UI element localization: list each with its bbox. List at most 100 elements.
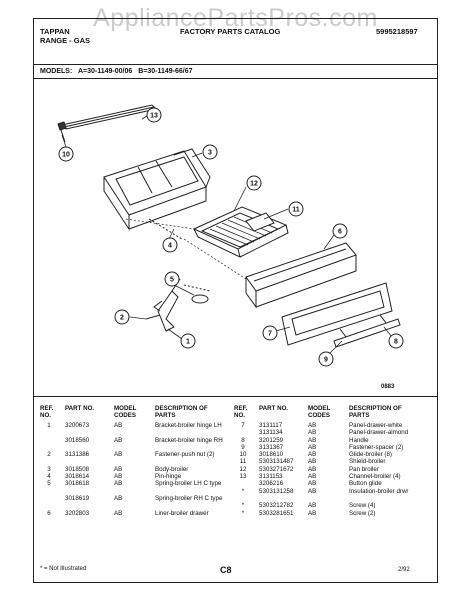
description-cell: Bracket-broiler hinge RH bbox=[155, 436, 223, 444]
description-cell: Screw (2) bbox=[349, 509, 376, 517]
model-code-cell: AB bbox=[308, 422, 317, 429]
callout-11: 11 bbox=[292, 207, 300, 214]
part-number-cell: 3018508 bbox=[65, 465, 90, 473]
models-label: MODELS: bbox=[40, 68, 73, 75]
ref-cell: 12 bbox=[239, 465, 247, 473]
part-number-cell: 5303281651 bbox=[259, 509, 294, 517]
table-header-right: REF. NO. PART NO. MODEL CODES DESCRIPTIO… bbox=[234, 405, 434, 422]
part-number-cell: 3018614 bbox=[65, 473, 90, 481]
part-number-cell: 3131386 bbox=[65, 451, 90, 459]
part-number-cell: 5303131487 bbox=[259, 458, 294, 466]
model-b: B=30-1149-66/67 bbox=[138, 68, 193, 75]
part-number-cell: 3206216 bbox=[259, 480, 284, 488]
model-code-cell: AB bbox=[114, 509, 123, 517]
part-number-cell: 3131134 bbox=[259, 429, 283, 437]
exploded-parts-diagram: 13 10 3 12 11 4 6 5 2 1 7 9 8 bbox=[34, 79, 437, 394]
ref-cell: 7 bbox=[241, 422, 245, 429]
part-number-cell: 3131117 bbox=[259, 422, 283, 429]
model-code-cell: AB bbox=[308, 429, 317, 437]
callout-12: 12 bbox=[250, 181, 258, 188]
diagram-code: 0883 bbox=[381, 384, 395, 390]
part-number-cell: 3131153 bbox=[259, 473, 283, 481]
revision-date: 2/92 bbox=[398, 567, 410, 573]
description-cell: Spring-broiler LH C type bbox=[155, 480, 222, 488]
callout-13: 13 bbox=[150, 113, 158, 120]
ref-cell: 8 bbox=[241, 436, 245, 444]
model-code-cell: AB bbox=[308, 451, 317, 459]
catalog-part-number: 5995218597 bbox=[376, 27, 418, 36]
description-cell: Channel-broiler (4) bbox=[349, 473, 401, 481]
table-row: * 5303212782 AB Screw (4) bbox=[234, 502, 434, 509]
description-cell: Glide-broiler (8) bbox=[349, 451, 392, 459]
model-code-cell: AB bbox=[114, 451, 123, 459]
callout-10: 10 bbox=[62, 152, 70, 159]
model-code-cell: AB bbox=[308, 480, 317, 488]
model-code-cell: AB bbox=[308, 465, 317, 473]
ref-cell: * bbox=[241, 487, 245, 495]
header-codes: MODEL CODES bbox=[114, 405, 137, 420]
description-cell: Panel-drawer-almond bbox=[349, 429, 409, 437]
page-frame bbox=[33, 18, 438, 583]
header-codes: MODEL CODES bbox=[308, 405, 331, 420]
callout-1: 1 bbox=[186, 339, 190, 346]
model-a: A=30-1149-00/06 bbox=[77, 68, 133, 75]
part-number-cell: 3018619 bbox=[65, 494, 90, 502]
ref-cell: 1 bbox=[47, 422, 51, 429]
part-number-cell: 3018618 bbox=[65, 480, 90, 488]
model-code-cell: AB bbox=[308, 502, 317, 510]
description-cell: Pan broiler bbox=[349, 465, 379, 473]
model-code-cell: AB bbox=[308, 473, 317, 481]
part-number-cell: 5303212782 bbox=[259, 502, 294, 510]
description-cell: Screw (4) bbox=[349, 502, 376, 510]
header-divider bbox=[34, 64, 437, 65]
ref-cell: 3 bbox=[47, 465, 51, 473]
callout-labels: 13 10 3 12 11 4 6 5 2 1 7 9 8 bbox=[62, 113, 398, 364]
table-row: 9 3131367 AB Fastener-spacer (2) bbox=[234, 444, 434, 451]
part-number-cell: 3131367 bbox=[259, 443, 284, 451]
broiler-body-drawing bbox=[103, 148, 211, 240]
description-cell: Fastener-spacer (2) bbox=[349, 443, 404, 451]
part-number-cell: 3200673 bbox=[65, 422, 90, 429]
product-name: RANGE - GAS bbox=[40, 36, 91, 45]
ref-cell: 11 bbox=[239, 458, 247, 466]
callout-8: 8 bbox=[394, 339, 398, 346]
model-code-cell: AB bbox=[114, 494, 123, 502]
ref-cell: 4 bbox=[47, 473, 51, 481]
model-code-cell: AB bbox=[114, 480, 123, 488]
model-code-cell: AB bbox=[114, 436, 123, 444]
panel-drawer-drawing bbox=[281, 282, 393, 346]
page-number: C8 bbox=[220, 565, 232, 575]
description-cell: Bracket-broiler hinge LH bbox=[155, 422, 222, 429]
model-code-cell: AB bbox=[308, 443, 317, 451]
diagram-drawing: 13 10 3 12 11 4 6 5 2 1 7 9 8 bbox=[57, 104, 404, 367]
description-cell: Body-broiler bbox=[155, 465, 189, 473]
description-cell: Pin-hinge bbox=[155, 473, 182, 481]
callout-4: 4 bbox=[168, 243, 172, 250]
table-header-left: REF. NO. PART NO. MODEL CODES DESCRIPTIO… bbox=[40, 405, 240, 422]
table-row: 3018619 AB Spring-broiler RH C type bbox=[40, 495, 240, 510]
header-ref: REF. NO. bbox=[40, 405, 54, 420]
ref-cell: 6 bbox=[47, 509, 51, 517]
callout-3: 3 bbox=[208, 150, 212, 157]
header-ref: REF. NO. bbox=[234, 405, 248, 420]
models-divider bbox=[34, 78, 437, 79]
ref-cell: 10 bbox=[239, 451, 247, 459]
header-description: DESCRIPTION OF PARTS bbox=[349, 405, 402, 420]
ref-cell: 9 bbox=[241, 443, 245, 451]
description-cell: Spring-broiler RH C type bbox=[155, 494, 223, 502]
ref-cell: * bbox=[241, 509, 245, 517]
ref-cell: * bbox=[241, 502, 245, 510]
part-number-cell: 5303271672 bbox=[259, 465, 294, 473]
